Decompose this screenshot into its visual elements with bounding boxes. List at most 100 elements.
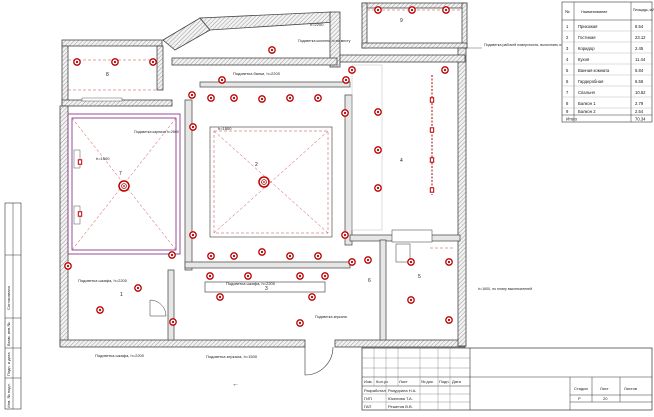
room-9: 9 (367, 6, 462, 24)
room-number-1: 1 (120, 292, 123, 298)
table-header-area: Площадь, м2 (633, 8, 654, 12)
svg-text:Балкон 2: Балкон 2 (578, 109, 596, 114)
rooms-table: № Наименование Площадь, м2 1 Прихожая 8.… (561, 1, 654, 123)
room-number-7: 7 (119, 171, 122, 177)
note-niche: Подсветка карниза h=2600 (134, 130, 179, 134)
svg-text:4: 4 (566, 57, 569, 62)
svg-text:Балкон 1: Балкон 1 (578, 101, 596, 106)
room-7: 7 (67, 113, 181, 259)
svg-text:2.45: 2.45 (635, 46, 644, 51)
room-2: 2 (189, 95, 349, 256)
tb-role-dev: Разработал (364, 388, 386, 393)
room-number-4: 4 (400, 158, 403, 164)
tb-sheet-value: 20 (603, 396, 608, 401)
tb-name-gap: Решетов В.В. (388, 404, 413, 409)
svg-text:Гардеробная: Гардеробная (578, 79, 603, 84)
stamp-sign-date: Подп. и дата (6, 352, 11, 376)
room-number-2: 2 (255, 162, 258, 168)
room-8: 8 (68, 58, 157, 102)
svg-text:11.44: 11.44 (635, 57, 646, 62)
table-row: 8 Балкон 1 2.79 (566, 101, 644, 106)
svg-text:Ванная комната: Ванная комната (578, 68, 610, 73)
tb-sheets-label: Листов (624, 386, 637, 391)
tb-name-dev: Разуррина Н.А. (388, 388, 416, 393)
table-row: 4 Кухня 11.44 (566, 57, 646, 62)
svg-text:7: 7 (566, 90, 569, 95)
svg-text:2.79: 2.79 (635, 101, 644, 106)
tb-stage-value: Р (578, 396, 581, 401)
room-number-6: 6 (368, 278, 371, 284)
table-header-name: Наименование (581, 10, 607, 14)
side-stamp: Согласовано Взам. инв.№ Подп. и дата Инв… (4, 202, 22, 410)
svg-text:23.12: 23.12 (635, 35, 646, 40)
section-arrow-icon: ← (232, 381, 239, 388)
svg-text:Гостиная: Гостиная (578, 35, 596, 40)
svg-text:5.84: 5.84 (635, 68, 644, 73)
tb-name-gip: Юкелова Т.А. (388, 396, 413, 401)
note-wardrobe-bottom: Подсветка шкафа, h=2200 (95, 353, 145, 358)
tb-sheet-label: Лист (600, 386, 609, 391)
tb-role-gip: ГИП (364, 396, 372, 401)
room-3: 3 (204, 272, 329, 301)
note-work-surface: Подсветка рабочей поверхности, выполнить… (484, 43, 590, 47)
tb-col-izm: Изм. (364, 379, 373, 384)
table-row: 1 Прихожая 8.54 (566, 24, 644, 29)
top-lamp-row (188, 46, 350, 260)
stamp-inv: Инв. № подл. (6, 383, 11, 408)
svg-text:9: 9 (566, 109, 569, 114)
svg-text:6.56: 6.56 (635, 79, 644, 84)
note-h1800: h=1800 (218, 126, 232, 131)
note-wardrobe-center: Подсветка шкафа, h=2200 (226, 281, 276, 286)
entrance-door (304, 346, 334, 376)
tb-stage-label: Стадия (574, 386, 588, 391)
room-4: 4 (348, 64, 449, 231)
room-number-5: 5 (418, 274, 421, 280)
room-number-8: 8 (106, 72, 109, 78)
table-row: 5 Ванная комната 5.84 (566, 68, 644, 73)
svg-text:8: 8 (566, 101, 569, 106)
walls (59, 2, 468, 348)
note-mirror-bottom: Подсветка зеркала (315, 315, 347, 319)
note-column: Подсветка колонны h=по месту (298, 39, 351, 43)
tb-col-list: Лист (399, 379, 408, 384)
note-h2200: h=2200 (310, 22, 324, 27)
room-number-9: 9 (400, 18, 403, 24)
svg-text:Спальня: Спальня (578, 90, 595, 95)
svg-text:2: 2 (566, 35, 569, 40)
tb-role-gap: ГАП (364, 404, 372, 409)
table-row: 2 Гостиная 23.12 (566, 35, 646, 40)
table-total-label: Итого (566, 117, 578, 122)
tb-col-doc: № док. (421, 379, 434, 384)
stamp-replace: Взам. инв.№ (6, 322, 11, 346)
tb-col-date: Дата (452, 379, 462, 384)
svg-text:10.62: 10.62 (635, 90, 646, 95)
note-wardrobe-left: Подсветка шкафа, h=2200 (78, 278, 128, 283)
room-number-3: 3 (265, 286, 268, 292)
note-h1600: h=1600, по плану выключателей (478, 287, 532, 291)
table-row: 3 Коридор 2.45 (566, 46, 644, 51)
annotations: Подсветка рабочей поверхности, выполнить… (78, 22, 590, 359)
room-6: 6 (348, 256, 372, 284)
room-5: 5 (391, 229, 455, 324)
note-balcony-light: Подсветка балки, h=2200 (233, 71, 281, 76)
svg-text:3: 3 (566, 46, 569, 51)
svg-text:Коридор: Коридор (578, 46, 595, 51)
room-1: 1 (64, 262, 304, 327)
tb-col-kol: Кол.уч (376, 379, 388, 384)
svg-text:2.54: 2.54 (635, 109, 644, 114)
table-row: 7 Спальня 10.62 (566, 90, 646, 95)
svg-text:8.54: 8.54 (635, 24, 644, 29)
svg-text:1: 1 (566, 24, 569, 29)
svg-text:5: 5 (566, 68, 569, 73)
svg-text:6: 6 (566, 79, 569, 84)
svg-text:Кухня: Кухня (578, 57, 589, 62)
stamp-agreed: Согласовано (6, 285, 11, 310)
note-h1500: h=1500 (96, 156, 110, 161)
title-block: Изм. Кол.уч Лист № док. Подп. Дата Разра… (361, 347, 653, 411)
tb-col-sign: Подп. (439, 379, 450, 384)
table-row: 9 Балкон 2 2.54 (566, 109, 644, 114)
table-row: 6 Гардеробная 6.56 (566, 79, 644, 84)
table-total-value: 70.34 (635, 117, 646, 122)
note-mirror: Подсветка зеркала, h=1500 (206, 354, 258, 359)
